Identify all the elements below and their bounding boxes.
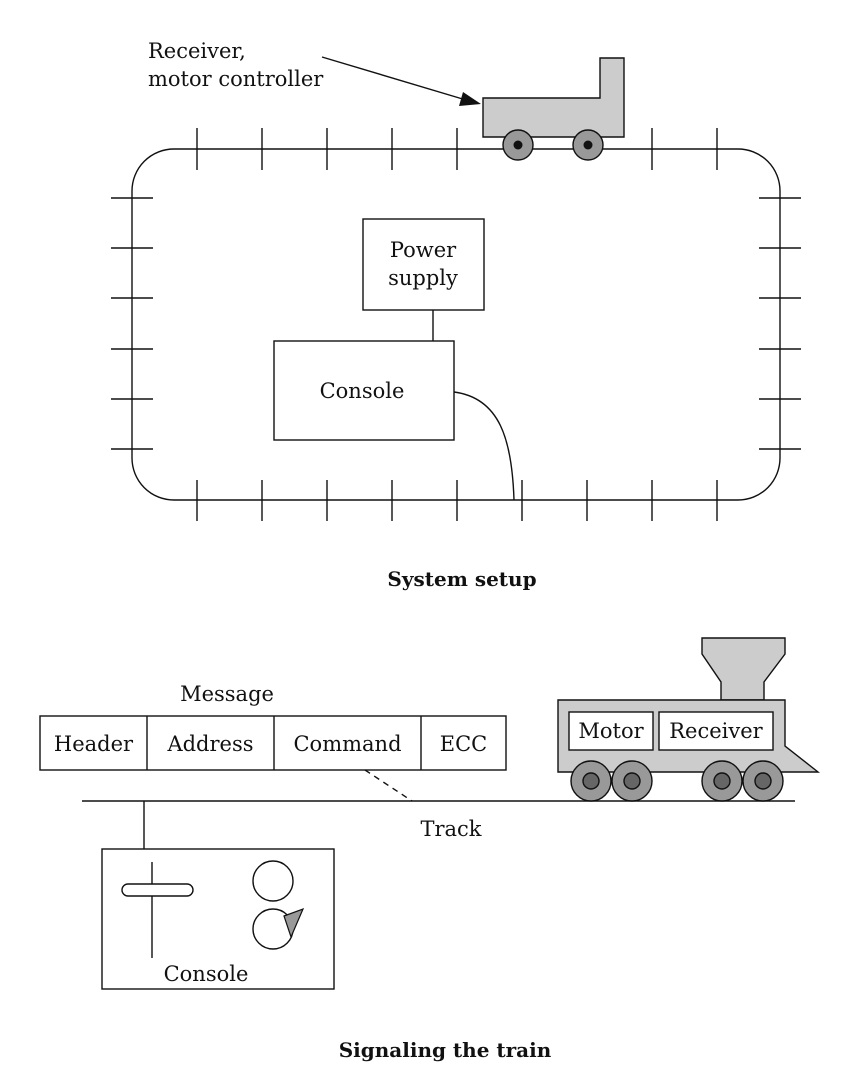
locomotive-wheel-hub [582, 772, 600, 790]
callout-label-line1: Receiver, [148, 39, 246, 63]
direction-indicator-triangle [283, 907, 305, 939]
track-ties [111, 128, 801, 521]
power-supply-box [362, 218, 485, 311]
message-track-dashed-connector [364, 769, 413, 802]
console-track-wire [453, 391, 515, 501]
locomotive: Motor Receiver [557, 637, 821, 802]
train-car [482, 57, 625, 161]
locomotive-wheels [570, 760, 784, 802]
message-field-header: Header [54, 732, 134, 756]
console-box [273, 340, 455, 441]
message-packet: Header Address Command ECC [39, 715, 507, 771]
locomotive-smokestack [701, 637, 786, 701]
locomotive-motor-label: Motor [578, 719, 644, 743]
signaling-panel: Message Header Address Command ECC Track Co… [39, 637, 821, 1062]
throttle-slider-knob [121, 883, 194, 897]
console-label: Console [320, 379, 405, 403]
power-supply-label-line2: supply [388, 266, 458, 290]
track-loop [131, 148, 781, 501]
track-label: Track [420, 817, 481, 841]
system-setup-panel: Receiver, motor controller Power supply … [111, 39, 801, 591]
signaling-caption: Signaling the train [339, 1038, 552, 1062]
locomotive-receiver-label: Receiver [669, 719, 763, 743]
locomotive-receiver-box [658, 711, 774, 751]
system-setup-caption: System setup [387, 567, 536, 591]
power-supply-label-line1: Power [390, 238, 457, 262]
train-car-axle [583, 140, 593, 150]
message-field-command: Command [293, 732, 401, 756]
locomotive-motor-box [568, 711, 654, 751]
callout-label-line2: motor controller [148, 67, 324, 91]
console-unit-label: Console [164, 962, 249, 986]
message-title: Message [180, 682, 274, 706]
locomotive-wheel-hub [713, 772, 731, 790]
message-packet-frame [39, 715, 507, 771]
train-car-body [482, 57, 625, 138]
message-field-address: Address [166, 732, 253, 756]
callout-arrowhead [459, 92, 481, 106]
locomotive-wheel-hub [754, 772, 772, 790]
console-button-round [252, 860, 294, 902]
message-field-ecc: ECC [440, 732, 487, 756]
locomotive-wheel-hub [623, 772, 641, 790]
train-car-axle [513, 140, 523, 150]
callout-arrow-line [321, 56, 467, 101]
